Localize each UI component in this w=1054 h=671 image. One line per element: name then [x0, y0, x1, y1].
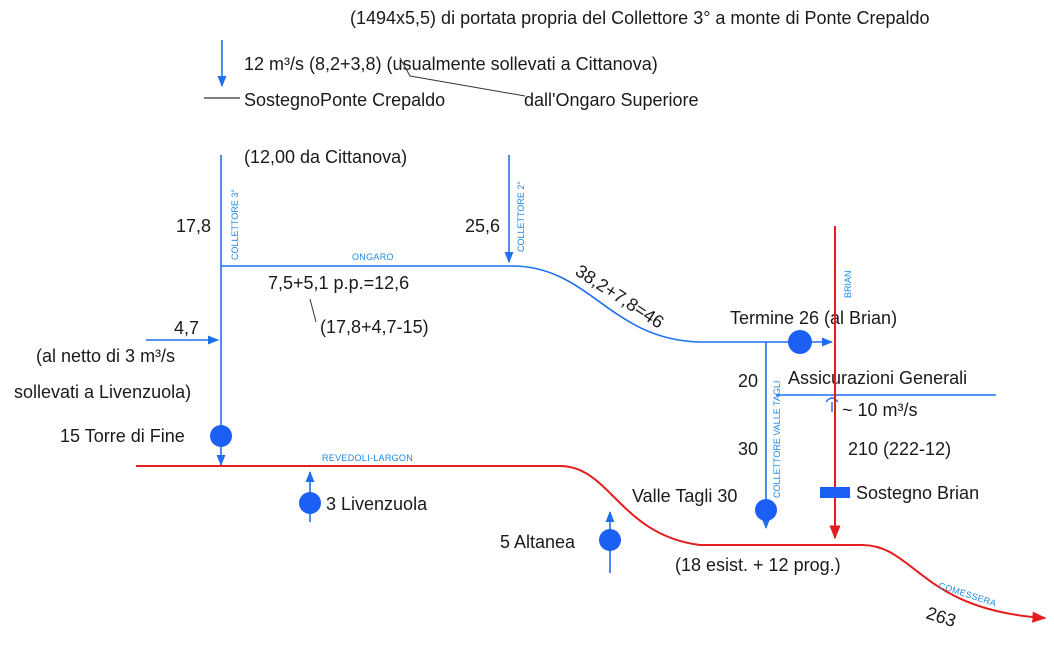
ten-cup-mark	[825, 397, 839, 403]
valle-tagli-label: COLLETTORE VALLE TAGLI	[772, 381, 782, 498]
station-altanea-label: 5 Altanea	[500, 532, 576, 552]
value-17-8: 17,8	[176, 216, 211, 236]
cittanova-label: (12,00 da Cittanova)	[244, 147, 407, 167]
header-line-2: 12 m³/s (8,2+3,8) (usualmente sollevati …	[244, 54, 658, 74]
station-torre-di-fine	[210, 425, 232, 447]
leader-ongaro-calc	[309, 298, 317, 323]
value-20: 20	[738, 371, 758, 391]
station-valle-tagli-label: Valle Tagli 30	[632, 486, 737, 506]
brian-label: BRIAN	[843, 270, 853, 298]
ten-label: ~ 10 m³/s	[842, 400, 918, 420]
diag-sum: 38,2+7,8=46	[572, 261, 668, 333]
assicurazioni-label: Assicurazioni Generali	[788, 368, 967, 388]
ongaro-sum: 7,5+5,1 p.p.=12,6	[268, 273, 409, 293]
header-line-3a: SostegnoPonte Crepaldo	[244, 90, 445, 110]
ongaro-line	[221, 265, 810, 343]
header-line-1: (1494x5,5) di portata propria del Collet…	[350, 8, 930, 28]
station-altanea	[599, 529, 621, 551]
sostegno-brian-gate	[820, 487, 850, 498]
station-livenzuola	[299, 492, 321, 514]
revedoli-line	[136, 465, 1047, 623]
station-valle-tagli	[755, 499, 777, 521]
sostegno-brian-label: Sostegno Brian	[856, 483, 979, 503]
netto-line-2: sollevati a Livenzuola)	[14, 382, 191, 402]
comessera-label: COMESSERA	[937, 580, 997, 608]
station-termine-label: Termine 26 (al Brian)	[730, 308, 897, 328]
value-4-7: 4,7	[174, 318, 199, 338]
leader-ongaro-sup	[409, 75, 526, 97]
leader-8-2	[399, 57, 411, 77]
value-25-6: 25,6	[465, 216, 500, 236]
value-30: 30	[738, 439, 758, 459]
station-termine	[788, 330, 812, 354]
revedoli-label: REVEDOLI-LARGON	[322, 453, 413, 463]
esist-label: (18 esist. + 12 prog.)	[675, 555, 841, 575]
collettore3-label: COLLETTORE 3°	[230, 189, 240, 260]
collettore2-label: COLLETTORE 2°	[516, 181, 526, 252]
ongaro-label: ONGARO	[352, 252, 394, 262]
value-263: 263	[924, 603, 959, 631]
value-210: 210 (222-12)	[848, 439, 951, 459]
ongaro-calc: (17,8+4,7-15)	[320, 317, 429, 337]
station-torre-label: 15 Torre di Fine	[60, 426, 185, 446]
station-livenzuola-label: 3 Livenzuola	[326, 494, 428, 514]
netto-line-1: (al netto di 3 m³/s	[36, 346, 175, 366]
header-line-3b: dall'Ongaro Superiore	[524, 90, 699, 110]
